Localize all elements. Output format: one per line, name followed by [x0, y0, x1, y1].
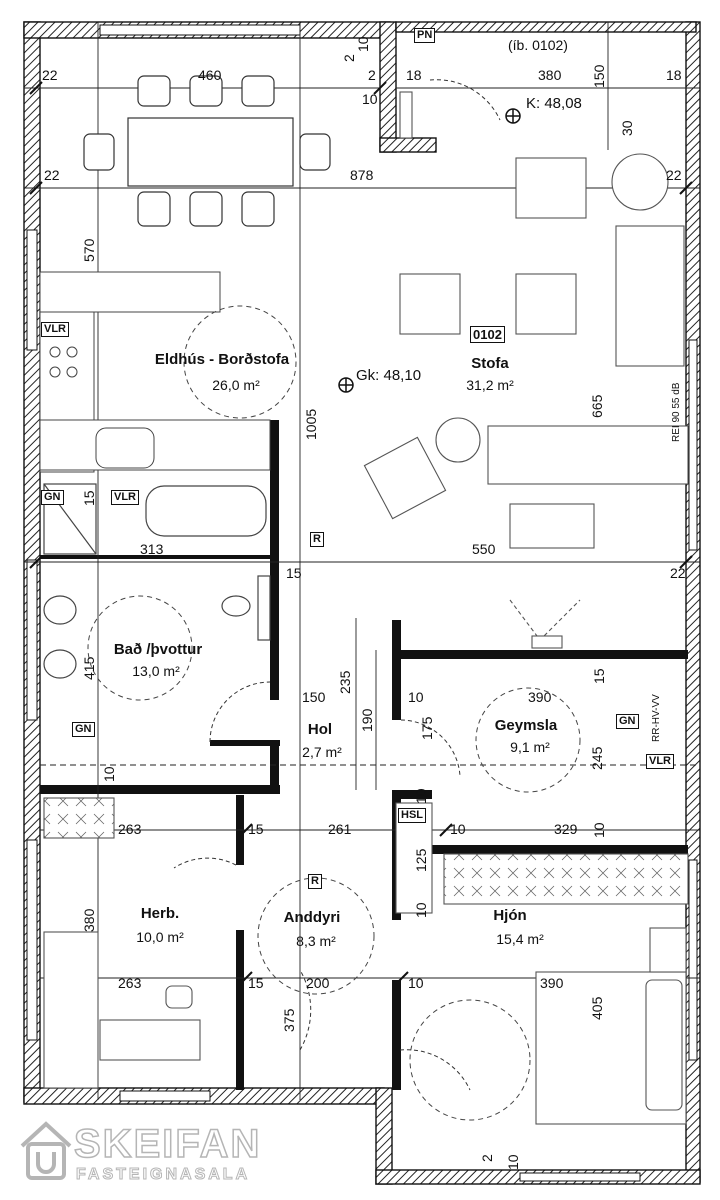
- house-logo-icon: [20, 1121, 72, 1180]
- gn-tag-hol: GN: [72, 722, 95, 737]
- wall-note: REI 90 55 dB: [671, 382, 682, 442]
- dim-label: 10: [591, 822, 607, 838]
- dim-label: 2: [341, 54, 357, 62]
- r-tag-anddyri: R: [308, 874, 322, 889]
- dim-label: 415: [81, 656, 97, 680]
- dim-label: 878: [350, 167, 374, 183]
- room-name-eldhus: Eldhús - Borðstofa: [154, 351, 290, 368]
- dim-label: 390: [528, 689, 552, 705]
- dim-label: 175: [419, 716, 435, 740]
- dim-label: 200: [306, 975, 330, 991]
- elevation-top: K: 48,08: [526, 95, 582, 112]
- gn-tag-geymsla: GN: [616, 714, 639, 729]
- room-area-hjon: 15,4 m²: [496, 931, 544, 947]
- room-area-hol: 2,7 m²: [302, 744, 342, 760]
- room-area-eldhus: 26,0 m²: [212, 377, 260, 393]
- company-logo: SKEIFAN FASTEIGNASALA: [18, 1118, 278, 1190]
- elevation-marker-icon: [338, 108, 521, 393]
- room-name-herb: Herb.: [140, 905, 180, 922]
- dim-label: 10: [505, 1154, 521, 1170]
- dim-label: 390: [540, 975, 564, 991]
- dim-label: 22: [666, 167, 682, 183]
- dimension-ticks: [29, 81, 693, 985]
- r-tag-stofa: R: [310, 532, 324, 547]
- room-name-geymsla: Geymsla: [494, 717, 558, 734]
- dim-label: 550: [472, 541, 496, 557]
- dim-label: 18: [666, 67, 682, 83]
- dimension-lines: [24, 22, 700, 1100]
- dim-label: 2: [368, 67, 376, 83]
- dim-label: 125: [413, 848, 429, 872]
- dim-label: 10: [362, 91, 378, 107]
- dim-label: 15: [286, 565, 302, 581]
- dim-label: 22: [44, 167, 60, 183]
- logo-subtitle: FASTEIGNASALA: [75, 1166, 251, 1184]
- room-area-stofa: 31,2 m²: [466, 377, 514, 393]
- door-swings: [173, 79, 501, 1091]
- room-name-anddyri: Anddyri: [283, 909, 341, 926]
- dim-label: 10: [413, 902, 429, 918]
- room-area-bad: 13,0 m²: [132, 663, 180, 679]
- bathroom-fixtures: [43, 483, 271, 679]
- dim-label: 18: [406, 67, 422, 83]
- dim-label: 329: [554, 821, 578, 837]
- dim-label: 10: [408, 975, 424, 991]
- room-name-hol: Hol: [307, 721, 333, 738]
- dining-set: [83, 75, 331, 227]
- kitchen-counters: [39, 271, 271, 473]
- dim-label: 150: [302, 689, 326, 705]
- dim-label: 15: [248, 975, 264, 991]
- hsl-tag: HSL: [398, 808, 426, 823]
- dim-label: 245: [589, 746, 605, 770]
- unit-tag: 0102: [470, 326, 505, 343]
- logo-name: SKEIFAN: [73, 1121, 262, 1167]
- dim-label: 261: [328, 821, 352, 837]
- apartment-id: (íb. 0102): [508, 37, 568, 53]
- room-area-anddyri: 8,3 m²: [296, 933, 336, 949]
- dim-label: 190: [359, 708, 375, 732]
- bedroom-furniture: [43, 797, 689, 1125]
- living-furniture: [363, 91, 689, 649]
- room-area-herb: 10,0 m²: [136, 929, 184, 945]
- dim-label: 380: [538, 67, 562, 83]
- windows: [26, 24, 698, 1182]
- vlr-tag-geymsla: VLR: [646, 754, 674, 769]
- room-name-stofa: Stofa: [471, 355, 509, 372]
- dim-label: 235: [337, 670, 353, 694]
- dim-label: 380: [81, 908, 97, 932]
- room-area-geymsla: 9,1 m²: [510, 739, 550, 755]
- dim-label: 1005: [303, 408, 319, 440]
- dim-label: 263: [118, 821, 142, 837]
- rr-hv-vv-tag: RR-HV-VV: [651, 694, 662, 742]
- dim-label: 375: [281, 1008, 297, 1032]
- dim-label: 22: [670, 565, 686, 581]
- pn-tag: PN: [414, 28, 436, 43]
- dim-label: 570: [81, 238, 97, 262]
- dim-label: 460: [198, 67, 222, 83]
- dim-label: 10: [355, 36, 371, 52]
- dim-label: 10: [101, 766, 117, 782]
- vlr-tag-bath: VLR: [111, 490, 139, 505]
- dim-label: 15: [248, 821, 264, 837]
- gn-tag-bath: GN: [41, 490, 64, 505]
- dim-label: 22: [42, 67, 58, 83]
- dim-label: 10: [413, 788, 429, 804]
- dim-label: 263: [118, 975, 142, 991]
- room-name-hjon: Hjón: [493, 907, 527, 924]
- dim-label: 10: [450, 821, 466, 837]
- dim-label: 313: [140, 541, 164, 557]
- room-name-bad: Bað /þvottur: [113, 641, 203, 658]
- dim-label: 405: [589, 996, 605, 1020]
- elevation-main: Gk: 48,10: [356, 367, 422, 384]
- dim-label: 10: [408, 689, 424, 705]
- dim-label: 30: [619, 120, 635, 136]
- dim-label: 15: [591, 668, 607, 684]
- dim-label: 665: [589, 394, 605, 418]
- dim-label: 2: [479, 1154, 495, 1162]
- dim-label: 15: [81, 490, 97, 506]
- vlr-tag-kitchen: VLR: [41, 322, 69, 337]
- dim-label: 150: [591, 64, 607, 88]
